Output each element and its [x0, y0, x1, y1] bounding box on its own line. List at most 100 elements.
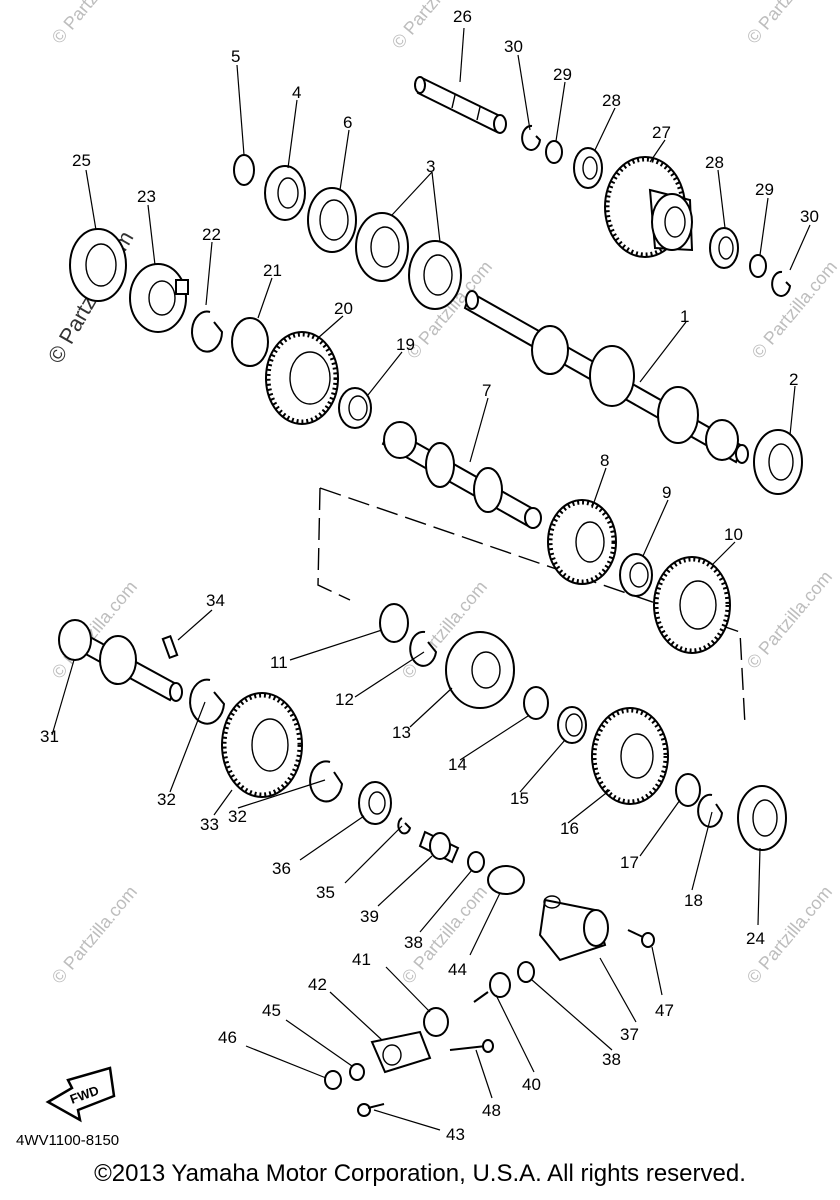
seal-6	[307, 187, 357, 253]
bushing-19	[338, 387, 372, 429]
callout-18: 18	[684, 891, 703, 910]
dog-clutch-23	[129, 263, 189, 333]
circlip-22	[191, 310, 224, 353]
callout-6: 6	[343, 113, 352, 132]
dog-13	[445, 631, 515, 709]
bearing-3a	[355, 212, 409, 282]
copyright-notice: ©2013 Yamaha Motor Corporation, U.S.A. A…	[94, 1160, 746, 1187]
housing-37	[538, 895, 609, 962]
callout-32b: 32	[228, 807, 247, 826]
callout-44: 44	[448, 960, 467, 979]
watermark: © Partzilla.com	[743, 567, 836, 673]
callout-28: 28	[602, 91, 621, 110]
callout-25: 25	[72, 151, 91, 170]
callout-31: 31	[40, 727, 59, 746]
holder-42	[370, 1030, 432, 1074]
callout-21: 21	[263, 261, 282, 280]
callout-7: 7	[482, 381, 491, 400]
callout-10: 10	[724, 525, 743, 544]
bearing-4	[264, 165, 306, 221]
bearing-3b	[408, 240, 462, 310]
callout-42: 42	[308, 975, 327, 994]
circlip-32a	[189, 678, 226, 725]
washer-21	[231, 317, 269, 367]
callout-26: 26	[453, 7, 472, 26]
washer-17	[675, 773, 701, 807]
bushing-9	[619, 553, 653, 597]
bearing-25	[69, 228, 127, 302]
callout-37: 37	[620, 1025, 639, 1044]
callout-5: 5	[231, 47, 240, 66]
callout-12: 12	[335, 690, 354, 709]
shaft-31	[58, 619, 183, 702]
drive-gear-39	[418, 830, 460, 864]
gear-20	[265, 331, 339, 425]
callout-19: 19	[396, 335, 415, 354]
watermark: © Partzilla.com	[48, 882, 141, 988]
watermark: © Partzilla.com	[48, 0, 141, 48]
diagram-code: 4WV1100-8150	[16, 1132, 120, 1149]
screw-43	[357, 1103, 385, 1117]
bolt-48	[449, 1039, 494, 1053]
callout-20: 20	[334, 299, 353, 318]
callout-8: 8	[600, 451, 609, 470]
circlip-30-top	[521, 124, 542, 151]
callout-16: 16	[560, 819, 579, 838]
callout-45: 45	[262, 1001, 281, 1020]
callout-9: 9	[662, 483, 671, 502]
bearing-36	[358, 781, 392, 825]
washer-11	[379, 603, 409, 643]
gear-27	[604, 156, 694, 258]
callout-43: 43	[446, 1125, 465, 1144]
callout-32: 32	[157, 790, 176, 809]
assembly-bracket	[317, 487, 746, 726]
callout-38: 38	[404, 933, 423, 952]
callout-38b: 38	[602, 1050, 621, 1069]
callout-23: 23	[137, 187, 156, 206]
callout-13: 13	[392, 723, 411, 742]
circlip-35	[397, 817, 412, 835]
oring-41	[423, 1007, 449, 1037]
collar-38-top	[467, 851, 485, 873]
circlip-30-right	[771, 270, 792, 297]
callout-15: 15	[510, 789, 529, 808]
main-shaft-1	[463, 290, 749, 464]
leader-lines	[51, 27, 811, 1131]
bearing-24	[737, 785, 787, 851]
gear-16	[591, 707, 669, 805]
washer-29-right	[749, 254, 767, 278]
washer-14	[523, 686, 549, 720]
callout-30b: 30	[800, 207, 819, 226]
shaft-26	[414, 76, 507, 134]
callout-14: 14	[448, 755, 467, 774]
bearing-28-right	[709, 227, 739, 269]
callout-40: 40	[522, 1075, 541, 1094]
callout-47: 47	[655, 1001, 674, 1020]
callout-28b: 28	[705, 153, 724, 172]
oring-5	[233, 154, 255, 186]
collar-38-lower	[517, 961, 535, 983]
callout-22: 22	[202, 225, 221, 244]
callout-36: 36	[272, 859, 291, 878]
callout-24: 24	[746, 929, 765, 948]
bolt-47	[627, 929, 655, 948]
callout-46: 46	[218, 1028, 237, 1047]
callout-29b: 29	[755, 180, 774, 199]
callout-41: 41	[352, 950, 371, 969]
drive-shaft-7	[381, 421, 542, 529]
bearing-2	[753, 429, 803, 495]
callout-1: 1	[680, 307, 689, 326]
gear-8	[547, 499, 617, 585]
gear-33	[221, 692, 303, 798]
callout-29: 29	[553, 65, 572, 84]
circlip-18	[697, 793, 724, 828]
callout-3: 3	[426, 157, 435, 176]
callout-39: 39	[360, 907, 379, 926]
callout-17: 17	[620, 853, 639, 872]
callout-33: 33	[200, 815, 219, 834]
watermark: © Partzilla.com	[743, 0, 836, 48]
washer-45	[349, 1063, 365, 1081]
bearing-28-top	[573, 147, 603, 189]
callout-27: 27	[652, 123, 671, 142]
